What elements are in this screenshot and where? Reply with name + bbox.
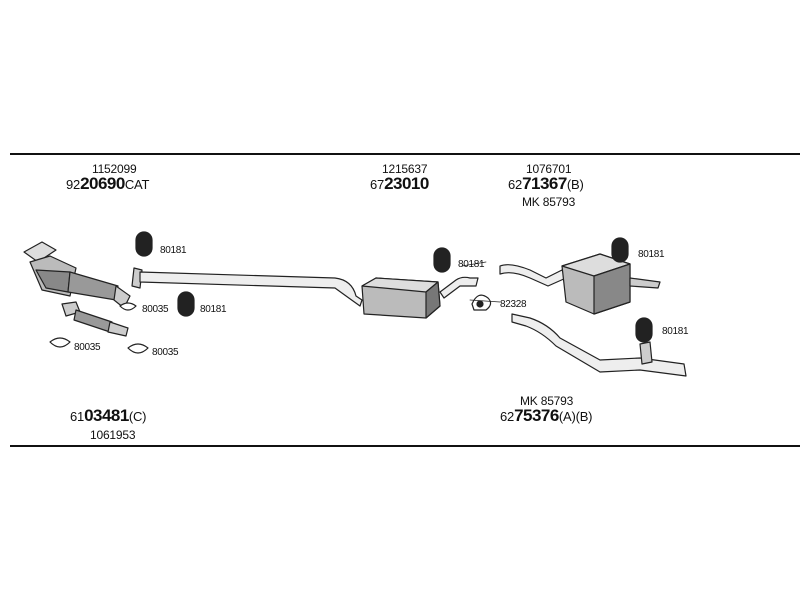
middle-code-main: 23010 bbox=[384, 174, 429, 193]
hanger-label: 80181 bbox=[458, 259, 485, 270]
rubber-hanger-icon bbox=[135, 231, 153, 257]
rear-silencer-icon bbox=[499, 253, 661, 315]
catalyst-part-code: 9220690CAT bbox=[66, 175, 150, 192]
rubber-hanger-icon bbox=[635, 317, 653, 343]
front-pipe-icon bbox=[61, 301, 129, 337]
hanger-label: 80181 bbox=[638, 249, 665, 260]
rubber-hanger-icon bbox=[611, 237, 629, 263]
front-pipe-ref-number: 1061953 bbox=[90, 428, 136, 442]
rear-top-code-main: 71367 bbox=[522, 174, 567, 193]
rear-bottom-part-code: 6275376(A)(B) bbox=[500, 407, 593, 424]
rear-bottom-mk-number: MK 85793 bbox=[520, 394, 574, 408]
hanger-label: 80181 bbox=[200, 304, 227, 315]
catalyst-code-main: 20690 bbox=[80, 174, 125, 193]
rear-top-mk-number: MK 85793 bbox=[522, 195, 576, 209]
rear-top-ref-number: 1076701 bbox=[526, 162, 572, 176]
front-pipe-code-main: 03481 bbox=[84, 406, 129, 425]
rear-top-part-code: 6271367(B) bbox=[508, 175, 584, 192]
middle-code-prefix: 67 bbox=[370, 177, 385, 192]
hanger-label: 80181 bbox=[160, 245, 187, 256]
front-pipe-code-suffix: (C) bbox=[128, 409, 147, 424]
bottom-divider bbox=[10, 445, 800, 447]
middle-part-code: 6723010 bbox=[370, 175, 429, 192]
rear-bottom-code-prefix: 62 bbox=[500, 409, 515, 424]
front-pipe-code-prefix: 61 bbox=[70, 409, 85, 424]
gasket-label: 80035 bbox=[74, 342, 101, 353]
rear-top-code-prefix: 62 bbox=[508, 177, 523, 192]
top-divider bbox=[10, 153, 800, 155]
rear-bottom-code-main: 75376 bbox=[514, 406, 559, 425]
pipe-clamp-icon bbox=[471, 294, 492, 311]
gasket-label: 80035 bbox=[142, 304, 169, 315]
intermediate-pipe-icon bbox=[131, 267, 363, 307]
tail-pipe-icon bbox=[511, 313, 687, 377]
centre-muffler-icon bbox=[361, 276, 479, 319]
rubber-hanger-icon bbox=[433, 247, 451, 273]
gasket-label: 80035 bbox=[152, 347, 179, 358]
gasket-icon bbox=[49, 302, 149, 354]
clamp-label: 82328 bbox=[500, 299, 527, 310]
front-pipe-part-code: 6103481(C) bbox=[70, 407, 147, 424]
middle-ref-number: 1215637 bbox=[382, 162, 428, 176]
catalyst-ref-number: 1152099 bbox=[92, 162, 137, 176]
catalyst-code-prefix: 92 bbox=[66, 177, 81, 192]
hanger-label: 80181 bbox=[662, 326, 689, 337]
rear-bottom-code-suffix: (A)(B) bbox=[558, 409, 593, 424]
catalytic-converter-icon bbox=[23, 241, 131, 309]
rear-top-code-suffix: (B) bbox=[566, 177, 584, 192]
rubber-hanger-icon bbox=[177, 291, 195, 317]
catalyst-code-suffix: CAT bbox=[124, 177, 150, 192]
